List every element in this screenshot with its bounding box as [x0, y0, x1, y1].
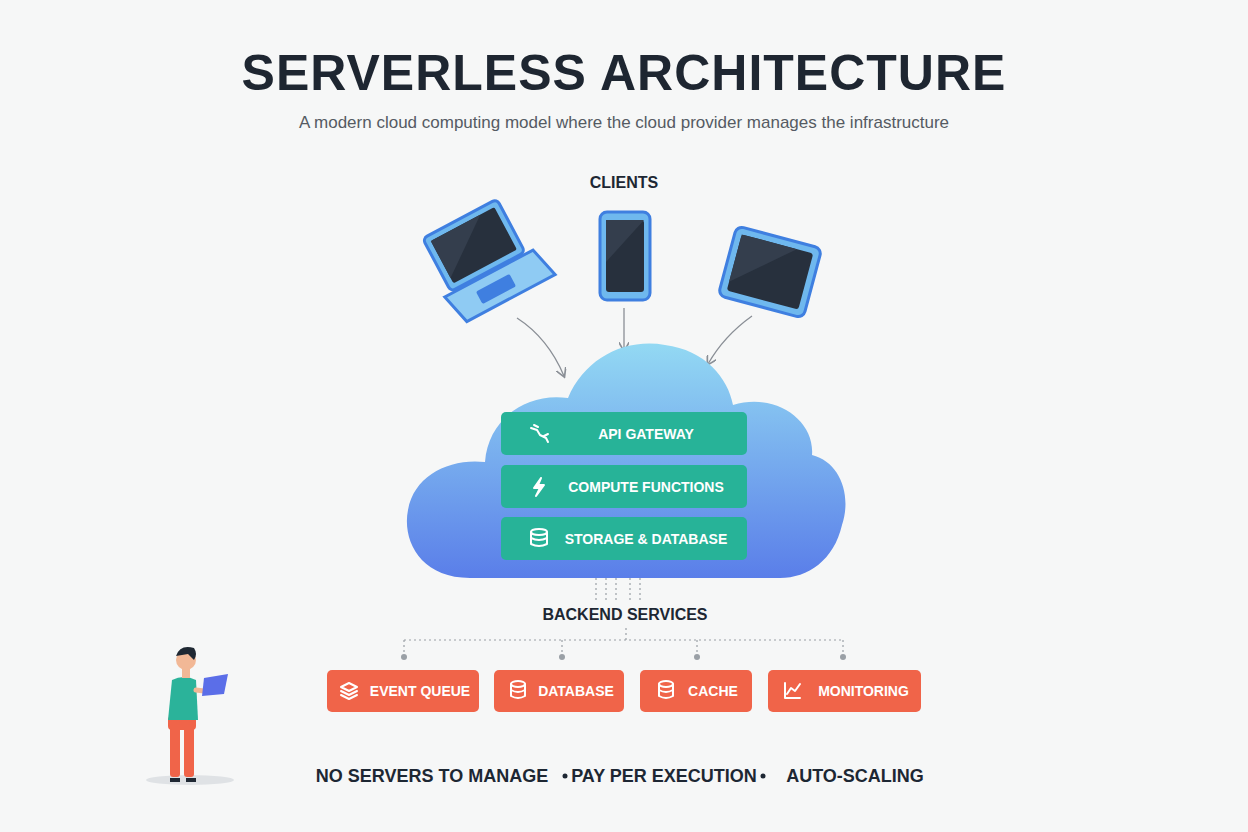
box-label: STORAGE & DATABASE: [565, 531, 728, 547]
box-label: CACHE: [688, 683, 738, 699]
dotted-connector: [404, 578, 843, 656]
tablet-icon: [718, 226, 822, 318]
phone-icon: [600, 212, 650, 300]
feature-label: PAY PER EXECUTION: [566, 766, 762, 787]
person-illustration: [146, 647, 234, 785]
backend-box: DATABASE: [494, 670, 624, 712]
section-label: BACKEND SERVICES: [500, 606, 750, 624]
box-label: MONITORING: [818, 683, 909, 699]
laptop-icon: [416, 192, 555, 326]
box-label: API GATEWAY: [598, 426, 694, 442]
box-label: EVENT QUEUE: [370, 683, 470, 699]
box-label: DATABASE: [538, 683, 614, 699]
cloud-shape: [407, 344, 846, 578]
diagram-subtitle: A modern cloud computing model where the…: [0, 113, 1248, 133]
diagram-title: SERVERLESS ARCHITECTURE: [0, 44, 1248, 102]
feature-label: AUTO-SCALING: [764, 766, 946, 787]
feature-label: NO SERVERS TO MANAGE: [300, 766, 564, 787]
section-label: CLIENTS: [524, 174, 724, 192]
box-label: COMPUTE FUNCTIONS: [568, 479, 724, 495]
service-box: STORAGE & DATABASE: [501, 517, 747, 560]
service-box: COMPUTE FUNCTIONS: [501, 465, 747, 508]
connector-dot: [401, 654, 846, 660]
service-box: API GATEWAY: [501, 412, 747, 455]
backend-box: EVENT QUEUE: [327, 670, 479, 712]
backend-box: MONITORING: [768, 670, 921, 712]
backend-box: CACHE: [640, 670, 752, 712]
